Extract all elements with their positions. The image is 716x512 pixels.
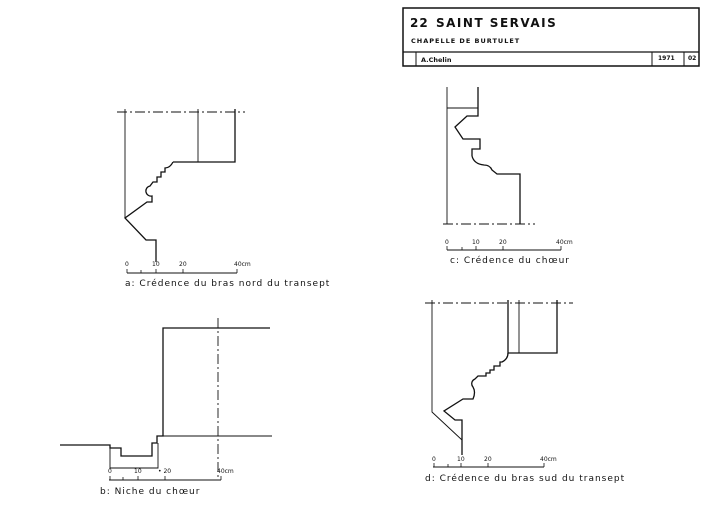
profile-d [425, 300, 573, 468]
scale-a-label-0: 0 [125, 261, 129, 268]
title-place: SAINT SERVAIS [436, 16, 558, 30]
title-year: 1971 [658, 55, 675, 62]
title-sheet: 02 [688, 55, 697, 62]
scale-a-label-20: 20 [179, 261, 187, 268]
profile-c [443, 87, 562, 251]
scale-a-label-40: 40cm [234, 261, 251, 268]
caption-a: a: Crédence du bras nord du transept [125, 279, 331, 289]
scale-c-label-0: 0 [445, 239, 449, 246]
scale-d-label-20: 20 [484, 456, 492, 463]
scale-d-label-40: 40cm [540, 456, 557, 463]
scale-b-label-10: 10 [134, 468, 142, 475]
scale-b-label-40: 40cm [217, 468, 234, 475]
scale-b-label-20: • 20 [158, 468, 172, 475]
scale-a-label-10: 10 [152, 261, 160, 268]
title-block-frame [402, 7, 700, 67]
scale-c-label-10: 10 [472, 239, 480, 246]
scale-d-label-0: 0 [432, 456, 436, 463]
caption-d: d: Crédence du bras sud du transept [425, 474, 626, 484]
title-subtitle: CHAPELLE DE BURTULET [411, 37, 521, 45]
caption-b: b: Niche du chœur [100, 487, 201, 497]
profile-b [60, 318, 272, 481]
scale-d-label-10: 10 [457, 456, 465, 463]
scale-b-label-0: 0 [108, 468, 112, 475]
scale-c-label-20: 20 [499, 239, 507, 246]
profile-a [117, 109, 245, 274]
scale-c-label-40: 40cm [556, 239, 573, 246]
title-number: 22 [410, 16, 429, 30]
title-author: A.Chelin [421, 56, 452, 64]
caption-c: c: Crédence du chœur [450, 256, 571, 266]
